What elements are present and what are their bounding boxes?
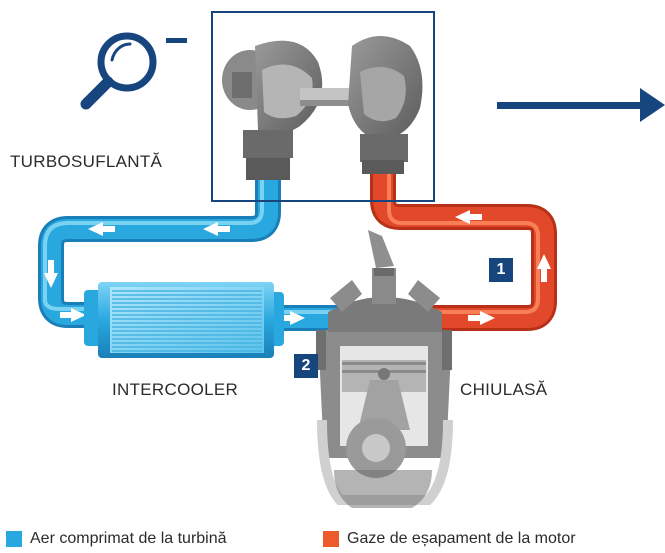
step-badge-2: 2 xyxy=(294,354,318,378)
legend-swatch xyxy=(323,531,339,547)
arrow-right-icon[interactable] xyxy=(497,88,665,122)
legend-item-compressed-air: Aer comprimat de la turbină xyxy=(6,530,227,548)
legend-swatch xyxy=(6,531,22,547)
turbo-frame xyxy=(211,11,435,202)
turbo-label: TURBOSUFLANTĂ xyxy=(10,152,163,171)
intercooler xyxy=(84,282,284,358)
flow-arrow xyxy=(468,311,495,325)
head-label: CHIULASĂ xyxy=(460,380,548,399)
legend-label: Aer comprimat de la turbină xyxy=(30,530,227,547)
engine xyxy=(316,230,453,508)
turbocharger xyxy=(222,36,423,180)
flow-arrow xyxy=(203,222,230,236)
legend-label: Gaze de eșapament de la motor xyxy=(347,530,576,547)
legend-item-exhaust-gas: Gaze de eșapament de la motor xyxy=(323,530,576,548)
intercooler-label: INTERCOOLER xyxy=(112,380,239,399)
step-badge-1: 1 xyxy=(489,258,513,282)
magnifier-minus-icon[interactable] xyxy=(80,32,187,110)
flow-arrow xyxy=(60,308,86,322)
flow-arrow xyxy=(88,222,115,236)
flow-arrow xyxy=(44,260,58,288)
flow-arrow xyxy=(455,210,482,224)
flow-arrow xyxy=(537,254,551,282)
